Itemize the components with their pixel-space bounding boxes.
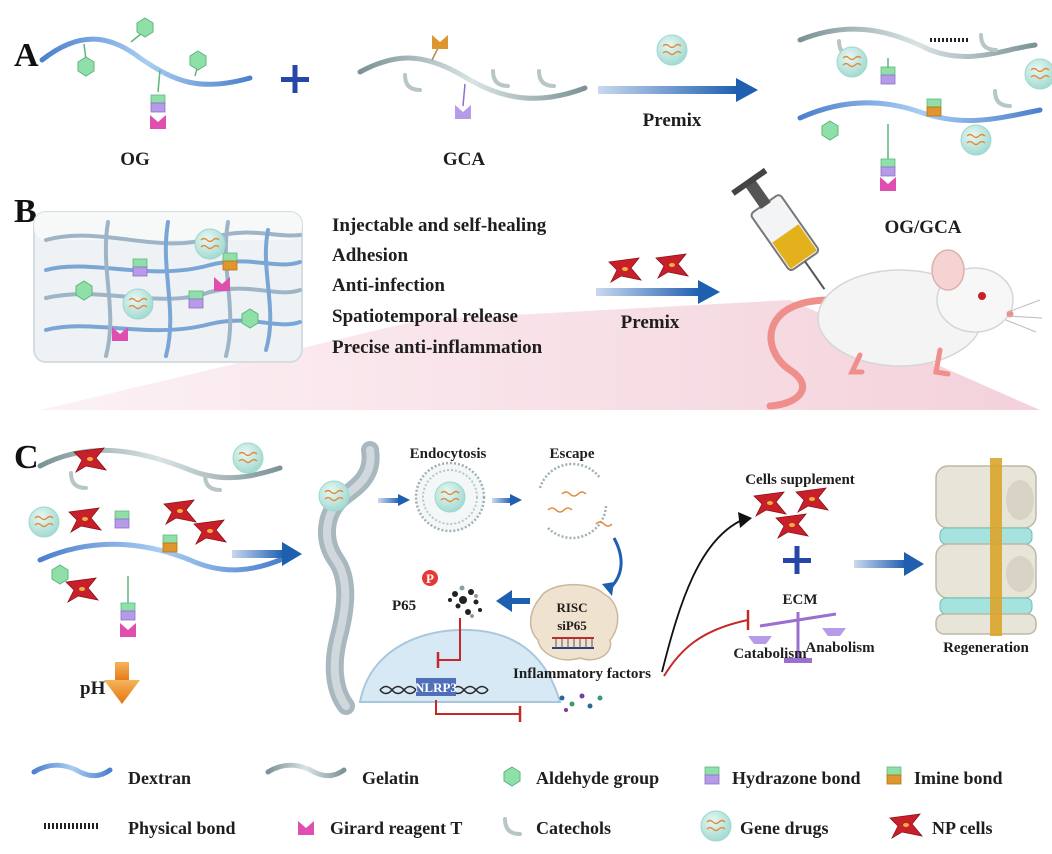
legend-dextran-swatch bbox=[31, 762, 113, 779]
legend-item: Dextran bbox=[128, 768, 191, 788]
escaping-endosome bbox=[538, 462, 613, 540]
injection-site-band bbox=[40, 300, 1040, 410]
inhibit-catabolism bbox=[663, 619, 749, 677]
np-cell-icon bbox=[608, 257, 642, 283]
arrow-risc-to-p65 bbox=[496, 590, 530, 612]
risc-label: RISC bbox=[556, 600, 587, 615]
plus-icon bbox=[783, 546, 811, 574]
endosome bbox=[414, 461, 486, 533]
plus-icon bbox=[281, 65, 309, 93]
panel-a-label: A bbox=[14, 37, 39, 74]
legend-item: Hydrazone bond bbox=[732, 768, 861, 788]
arrow-to-cell bbox=[232, 542, 302, 566]
anabolism-label: Anabolism bbox=[805, 640, 875, 656]
rat-illustration bbox=[766, 249, 1043, 410]
catabolism-label: Catabolism bbox=[733, 646, 807, 662]
aldehyde-icon bbox=[503, 766, 521, 787]
properties-list: Injectable and self-healing Adhesion Ant… bbox=[332, 215, 547, 358]
arrow-head bbox=[602, 582, 614, 596]
panel-c-label: C bbox=[14, 439, 39, 476]
legend-item: Aldehyde group bbox=[536, 768, 659, 788]
property-item: Adhesion bbox=[332, 245, 408, 266]
legend-item: Gene drugs bbox=[740, 818, 829, 838]
ph-label: pH bbox=[80, 678, 106, 699]
legend-item: NP cells bbox=[932, 818, 993, 838]
np-cell-icon bbox=[889, 813, 923, 839]
gene-drug-icon bbox=[700, 810, 732, 842]
legend-item: Imine bond bbox=[914, 768, 1003, 788]
ecm-balance-scale bbox=[748, 612, 846, 663]
inflammatory-factors-label: Inflammatory factors bbox=[513, 666, 651, 682]
gene-drug-icon bbox=[656, 34, 688, 66]
endocytosis-label: Endocytosis bbox=[410, 446, 487, 462]
premix-label-b: Premix bbox=[621, 312, 680, 333]
ph-down-arrow bbox=[104, 662, 140, 704]
hydrazone-bond-icon bbox=[704, 766, 720, 785]
nlrp3-label: NLRP3 bbox=[415, 680, 457, 695]
hydrogel-network-c bbox=[28, 442, 283, 637]
np-cell-icon bbox=[795, 487, 829, 513]
imine-bond-icon bbox=[886, 766, 902, 785]
legend-gelatin-swatch bbox=[265, 762, 347, 779]
risc-complex: RISC siP65 bbox=[529, 583, 619, 661]
catechol-icon bbox=[503, 817, 522, 836]
legend-item: Gelatin bbox=[362, 768, 419, 788]
inhibit-nlrp3-factors bbox=[435, 700, 522, 722]
og-gca-label: OG/GCA bbox=[884, 217, 961, 238]
np-cell-icon bbox=[753, 491, 787, 517]
cells-supplement-label: Cells supplement bbox=[745, 472, 855, 488]
girard-reagent-icon bbox=[298, 821, 314, 835]
inflammatory-factor-dots bbox=[559, 693, 603, 712]
sip65-label: siP65 bbox=[557, 618, 587, 633]
gca-polymer bbox=[357, 35, 588, 119]
arrow-escape-to-risc bbox=[606, 537, 623, 592]
og-label: OG bbox=[120, 149, 150, 170]
property-item: Precise anti-inflammation bbox=[332, 337, 543, 358]
legend: Dextran Gelatin Aldehyde group Hydrazone… bbox=[31, 762, 1003, 842]
premix-arrow-b bbox=[596, 280, 720, 304]
arrow-endocytosis bbox=[378, 494, 522, 506]
spine-illustration bbox=[935, 458, 1037, 636]
escape-label: Escape bbox=[550, 446, 595, 462]
property-item: Spatiotemporal release bbox=[332, 306, 518, 327]
inhibit-p65-nlrp3 bbox=[436, 618, 461, 668]
og-gca-network bbox=[797, 26, 1052, 191]
arrow-to-cells-supplement bbox=[661, 519, 743, 673]
gene-drug-icon bbox=[318, 480, 350, 512]
panel-b-label: B bbox=[14, 193, 37, 230]
nucleus bbox=[358, 628, 562, 703]
p65-label: P65 bbox=[392, 598, 416, 614]
arrow-to-regeneration bbox=[854, 552, 924, 576]
np-cell-icon bbox=[775, 513, 809, 539]
syringe-icon bbox=[731, 167, 826, 290]
phospho-badge: P bbox=[426, 571, 434, 586]
premix-label-a: Premix bbox=[643, 110, 702, 131]
hydrogel-block bbox=[33, 211, 303, 363]
property-item: Injectable and self-healing bbox=[332, 215, 547, 236]
legend-item: Physical bond bbox=[128, 818, 236, 838]
property-item: Anti-infection bbox=[332, 275, 445, 296]
ecm-label: ECM bbox=[783, 592, 818, 608]
cell-membrane bbox=[317, 441, 380, 715]
regeneration-label: Regeneration bbox=[943, 640, 1029, 656]
p65-particles: P bbox=[422, 570, 482, 618]
legend-item: Catechols bbox=[536, 818, 611, 838]
legend-item: Girard reagent T bbox=[330, 818, 462, 838]
og-polymer bbox=[39, 17, 253, 129]
np-cell-icon bbox=[655, 253, 689, 279]
gca-label: GCA bbox=[443, 149, 486, 170]
premix-arrow-a bbox=[598, 78, 758, 102]
arrow-head bbox=[738, 512, 752, 528]
